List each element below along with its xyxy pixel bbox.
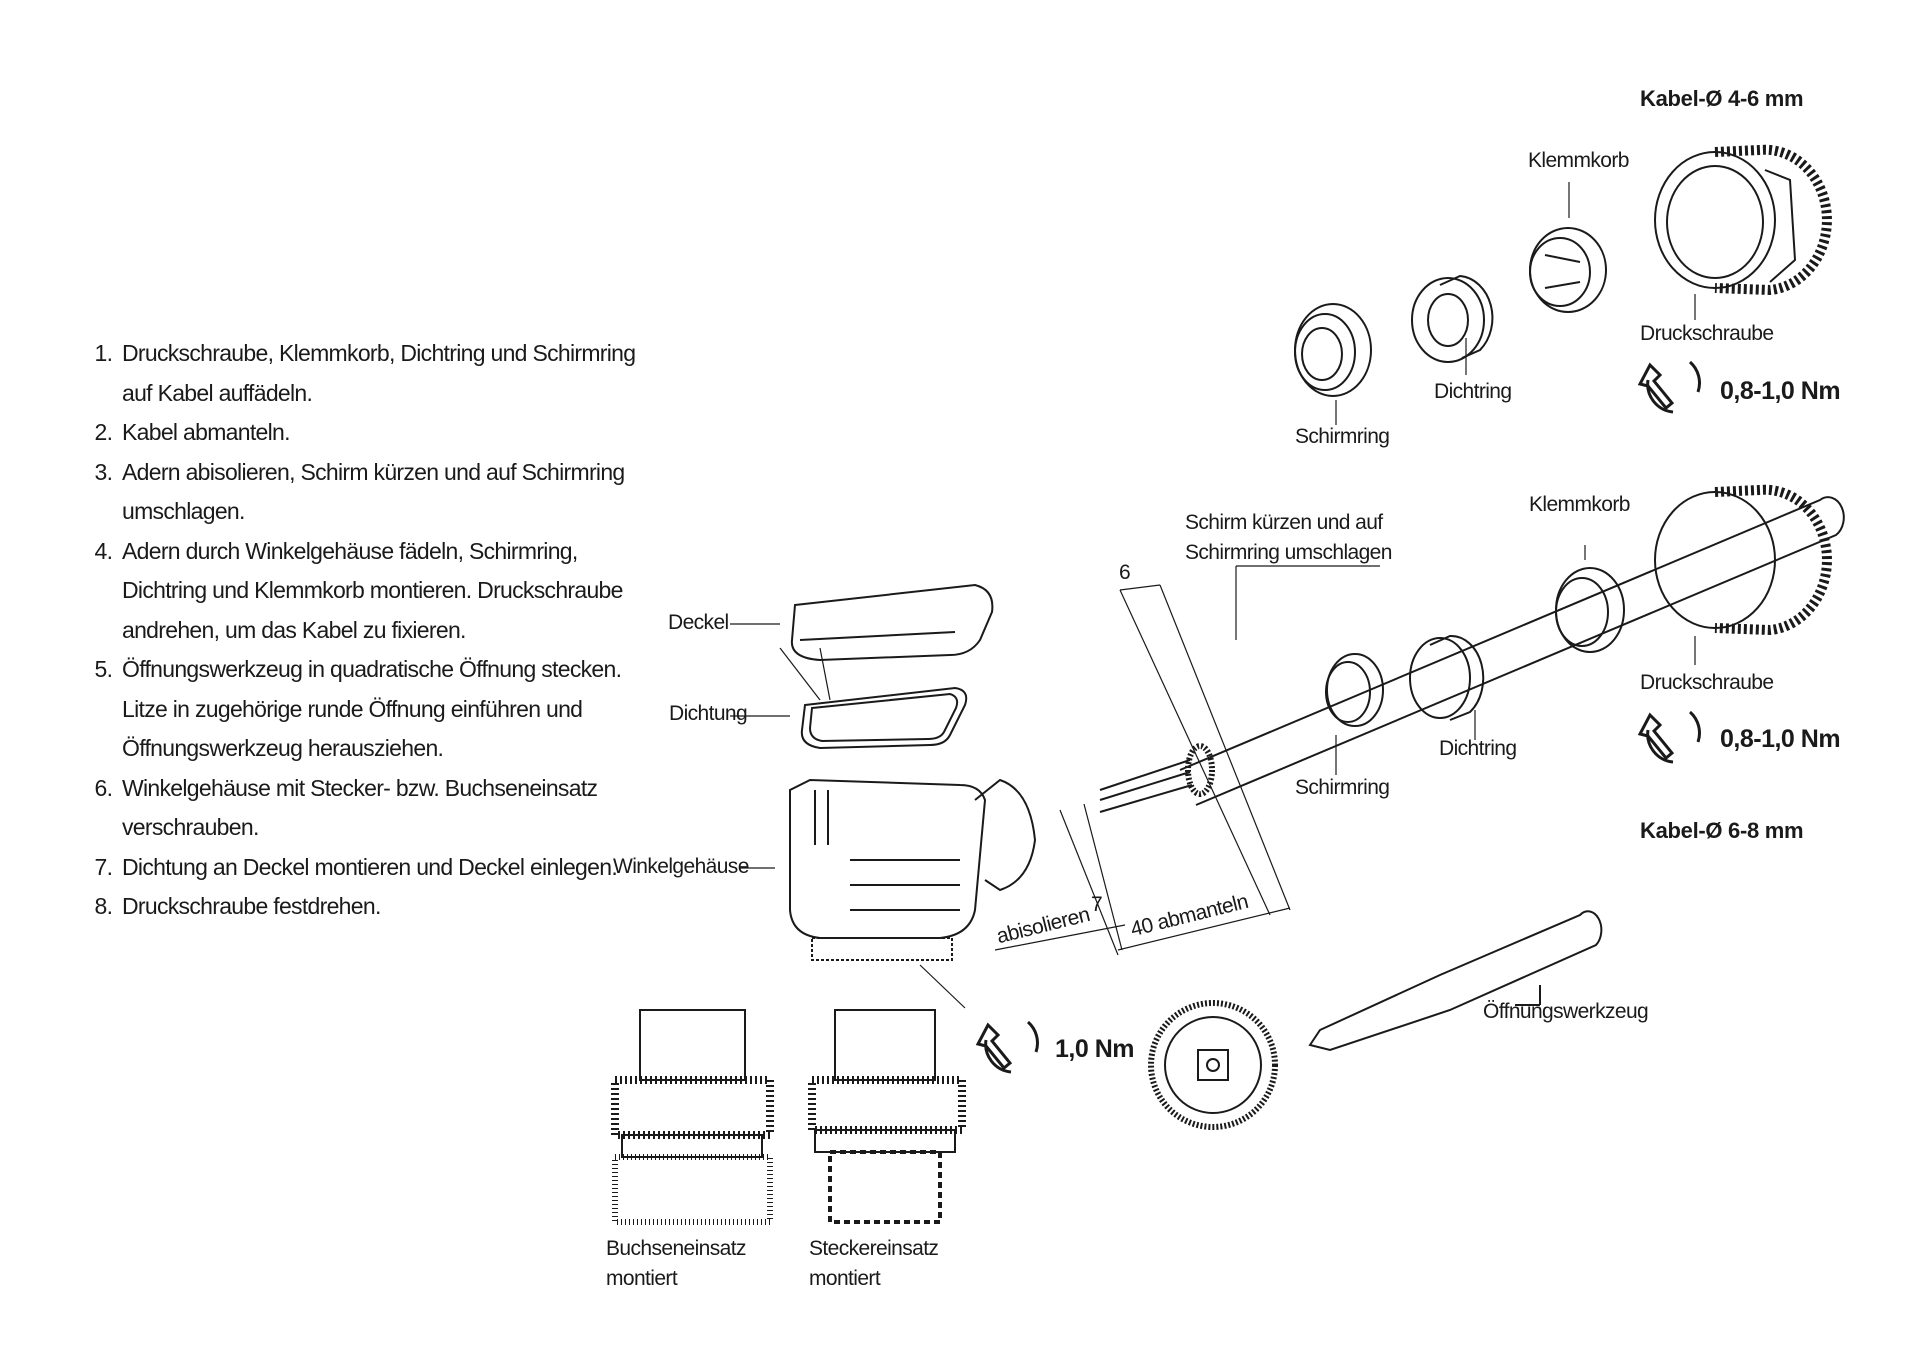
label-dichtring: Dichtring xyxy=(1434,380,1512,403)
label-deckel: Deckel xyxy=(668,611,729,634)
instruction-step: Winkelgehäuse mit Stecker- bzw. Buchsene… xyxy=(118,769,638,848)
variant-title-small: Kabel-Ø 4-6 mm xyxy=(1640,86,1804,111)
label-steckereinsatz: montiert xyxy=(809,1267,881,1290)
label-buchseneinsatz: montiert xyxy=(606,1267,678,1290)
label-dichtring: Dichtring xyxy=(1439,737,1517,760)
label-winkelgehaeuse: Winkelgehäuse xyxy=(613,855,749,878)
wrench-torque-icon xyxy=(975,360,1701,1074)
cable-assembly xyxy=(1099,484,1845,813)
shield-note: Schirm kürzen und auf xyxy=(1185,511,1383,534)
torque-value: 0,8-1,0 Nm xyxy=(1720,725,1841,753)
winkelgehaeuse-part xyxy=(789,778,1037,961)
instruction-step: Druckschraube, Klemmkorb, Dichtring und … xyxy=(118,334,638,413)
label-schirmring: Schirmring xyxy=(1295,425,1390,448)
instruction-step: Dichtung an Deckel montieren und Deckel … xyxy=(118,848,638,888)
shield-note: Schirmring umschlagen xyxy=(1185,541,1392,564)
buchseneinsatz-part xyxy=(611,1009,774,1225)
label-druckschraube: Druckschraube xyxy=(1640,671,1774,694)
instruction-list: Druckschraube, Klemmkorb, Dichtring und … xyxy=(84,334,638,927)
torque-value: 0,8-1,0 Nm xyxy=(1720,377,1841,405)
label-druckschraube: Druckschraube xyxy=(1640,322,1774,345)
variant-title-large: Kabel-Ø 6-8 mm xyxy=(1640,818,1804,843)
dimension-lines xyxy=(994,545,1696,956)
dimension-strip: 7 xyxy=(1091,893,1103,916)
leader-lines-top xyxy=(1335,182,1696,425)
label-schirmring: Schirmring xyxy=(1295,776,1390,799)
instruction-step: Druckschraube festdrehen. xyxy=(118,887,638,927)
label-dichtung: Dichtung xyxy=(669,702,748,725)
klemmkorb-part-small xyxy=(1529,227,1607,313)
label-klemmkorb: Klemmkorb xyxy=(1529,493,1630,516)
torque-value: 1,0 Nm xyxy=(1055,1035,1134,1063)
oeffnungswerkzeug-part xyxy=(1308,910,1603,1052)
dichtring-part-small xyxy=(1411,274,1494,363)
schirmring-part-small xyxy=(1294,303,1372,397)
instruction-step: Öffnungswerkzeug in quadratische Öffnung… xyxy=(118,650,638,769)
instruction-step: Kabel abmanteln. xyxy=(118,413,638,453)
deckel-part xyxy=(790,583,994,662)
leader-lines-housing xyxy=(730,623,966,1009)
instruction-step: Adern durch Winkelgehäuse fädeln, Schirm… xyxy=(118,532,638,651)
druckschraube-part-small xyxy=(1654,144,1832,296)
connector-face xyxy=(1148,1000,1278,1130)
label-buchseneinsatz: Buchseneinsatz xyxy=(606,1237,746,1260)
dimension-shield: 6 xyxy=(1119,561,1131,584)
dichtung-part xyxy=(800,686,968,750)
instruction-step: Adern abisolieren, Schirm kürzen und auf… xyxy=(118,453,638,532)
label-oeffnungswerkzeug: Öffnungswerkzeug xyxy=(1483,1000,1649,1023)
steckereinsatz-part xyxy=(808,1009,966,1224)
label-steckereinsatz: Steckereinsatz xyxy=(809,1237,939,1260)
label-klemmkorb: Klemmkorb xyxy=(1528,149,1629,172)
